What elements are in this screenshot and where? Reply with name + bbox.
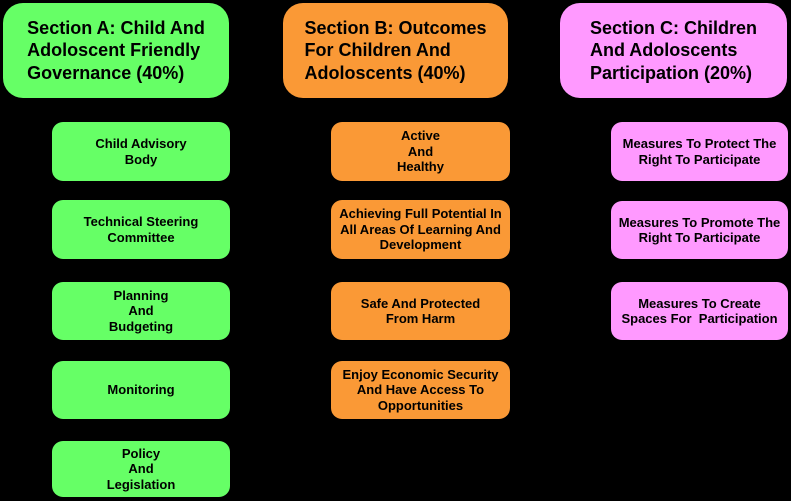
- section-a-item-5-label: Policy And Legislation: [106, 445, 176, 492]
- section-a-header: Section A: Child And Adoloscent Friendly…: [3, 3, 229, 98]
- section-b-item-3: Safe And Protected From Harm: [331, 282, 510, 340]
- section-a-header-label: Section A: Child And Adoloscent Friendly…: [27, 17, 205, 83]
- section-a-item-5: Policy And Legislation: [52, 441, 230, 497]
- section-c-item-1-label: Measures To Protect The Right To Partici…: [622, 136, 777, 167]
- section-a-item-2: Technical Steering Committee: [52, 200, 230, 259]
- section-a-item-4: Monitoring: [52, 361, 230, 419]
- section-a-item-3: Planning And Budgeting: [52, 282, 230, 340]
- section-c-item-2: Measures To Promote The Right To Partici…: [611, 201, 788, 259]
- section-c-header-label: Section C: Children And Adoloscents Part…: [589, 17, 757, 83]
- section-b-item-4: Enjoy Economic Security And Have Access …: [331, 361, 510, 419]
- section-b-item-2: Achieving Full Potential In All Areas Of…: [331, 200, 510, 259]
- section-b-item-4-label: Enjoy Economic Security And Have Access …: [342, 366, 499, 413]
- section-c-item-1: Measures To Protect The Right To Partici…: [611, 122, 788, 181]
- section-b-item-1-label: Active And Healthy: [397, 128, 444, 175]
- section-b-header-label: Section B: Outcomes For Children And Ado…: [304, 17, 487, 83]
- section-a-item-1-label: Child Advisory Body: [95, 136, 187, 167]
- section-a-item-3-label: Planning And Budgeting: [108, 287, 174, 334]
- section-b-item-1: Active And Healthy: [331, 122, 510, 181]
- section-a-item-1: Child Advisory Body: [52, 122, 230, 181]
- section-a-item-4-label: Monitoring: [107, 382, 175, 398]
- section-c-item-2-label: Measures To Promote The Right To Partici…: [618, 214, 781, 246]
- section-b-item-2-label: Achieving Full Potential In All Areas Of…: [339, 206, 502, 253]
- section-a-item-2-label: Technical Steering Committee: [83, 214, 199, 245]
- section-c-item-3-label: Measures To Create Spaces For Participat…: [621, 295, 778, 327]
- section-c-header: Section C: Children And Adoloscents Part…: [560, 3, 787, 98]
- section-b-item-3-label: Safe And Protected From Harm: [360, 295, 481, 327]
- section-b-header: Section B: Outcomes For Children And Ado…: [283, 3, 508, 98]
- section-c-item-3: Measures To Create Spaces For Participat…: [611, 282, 788, 340]
